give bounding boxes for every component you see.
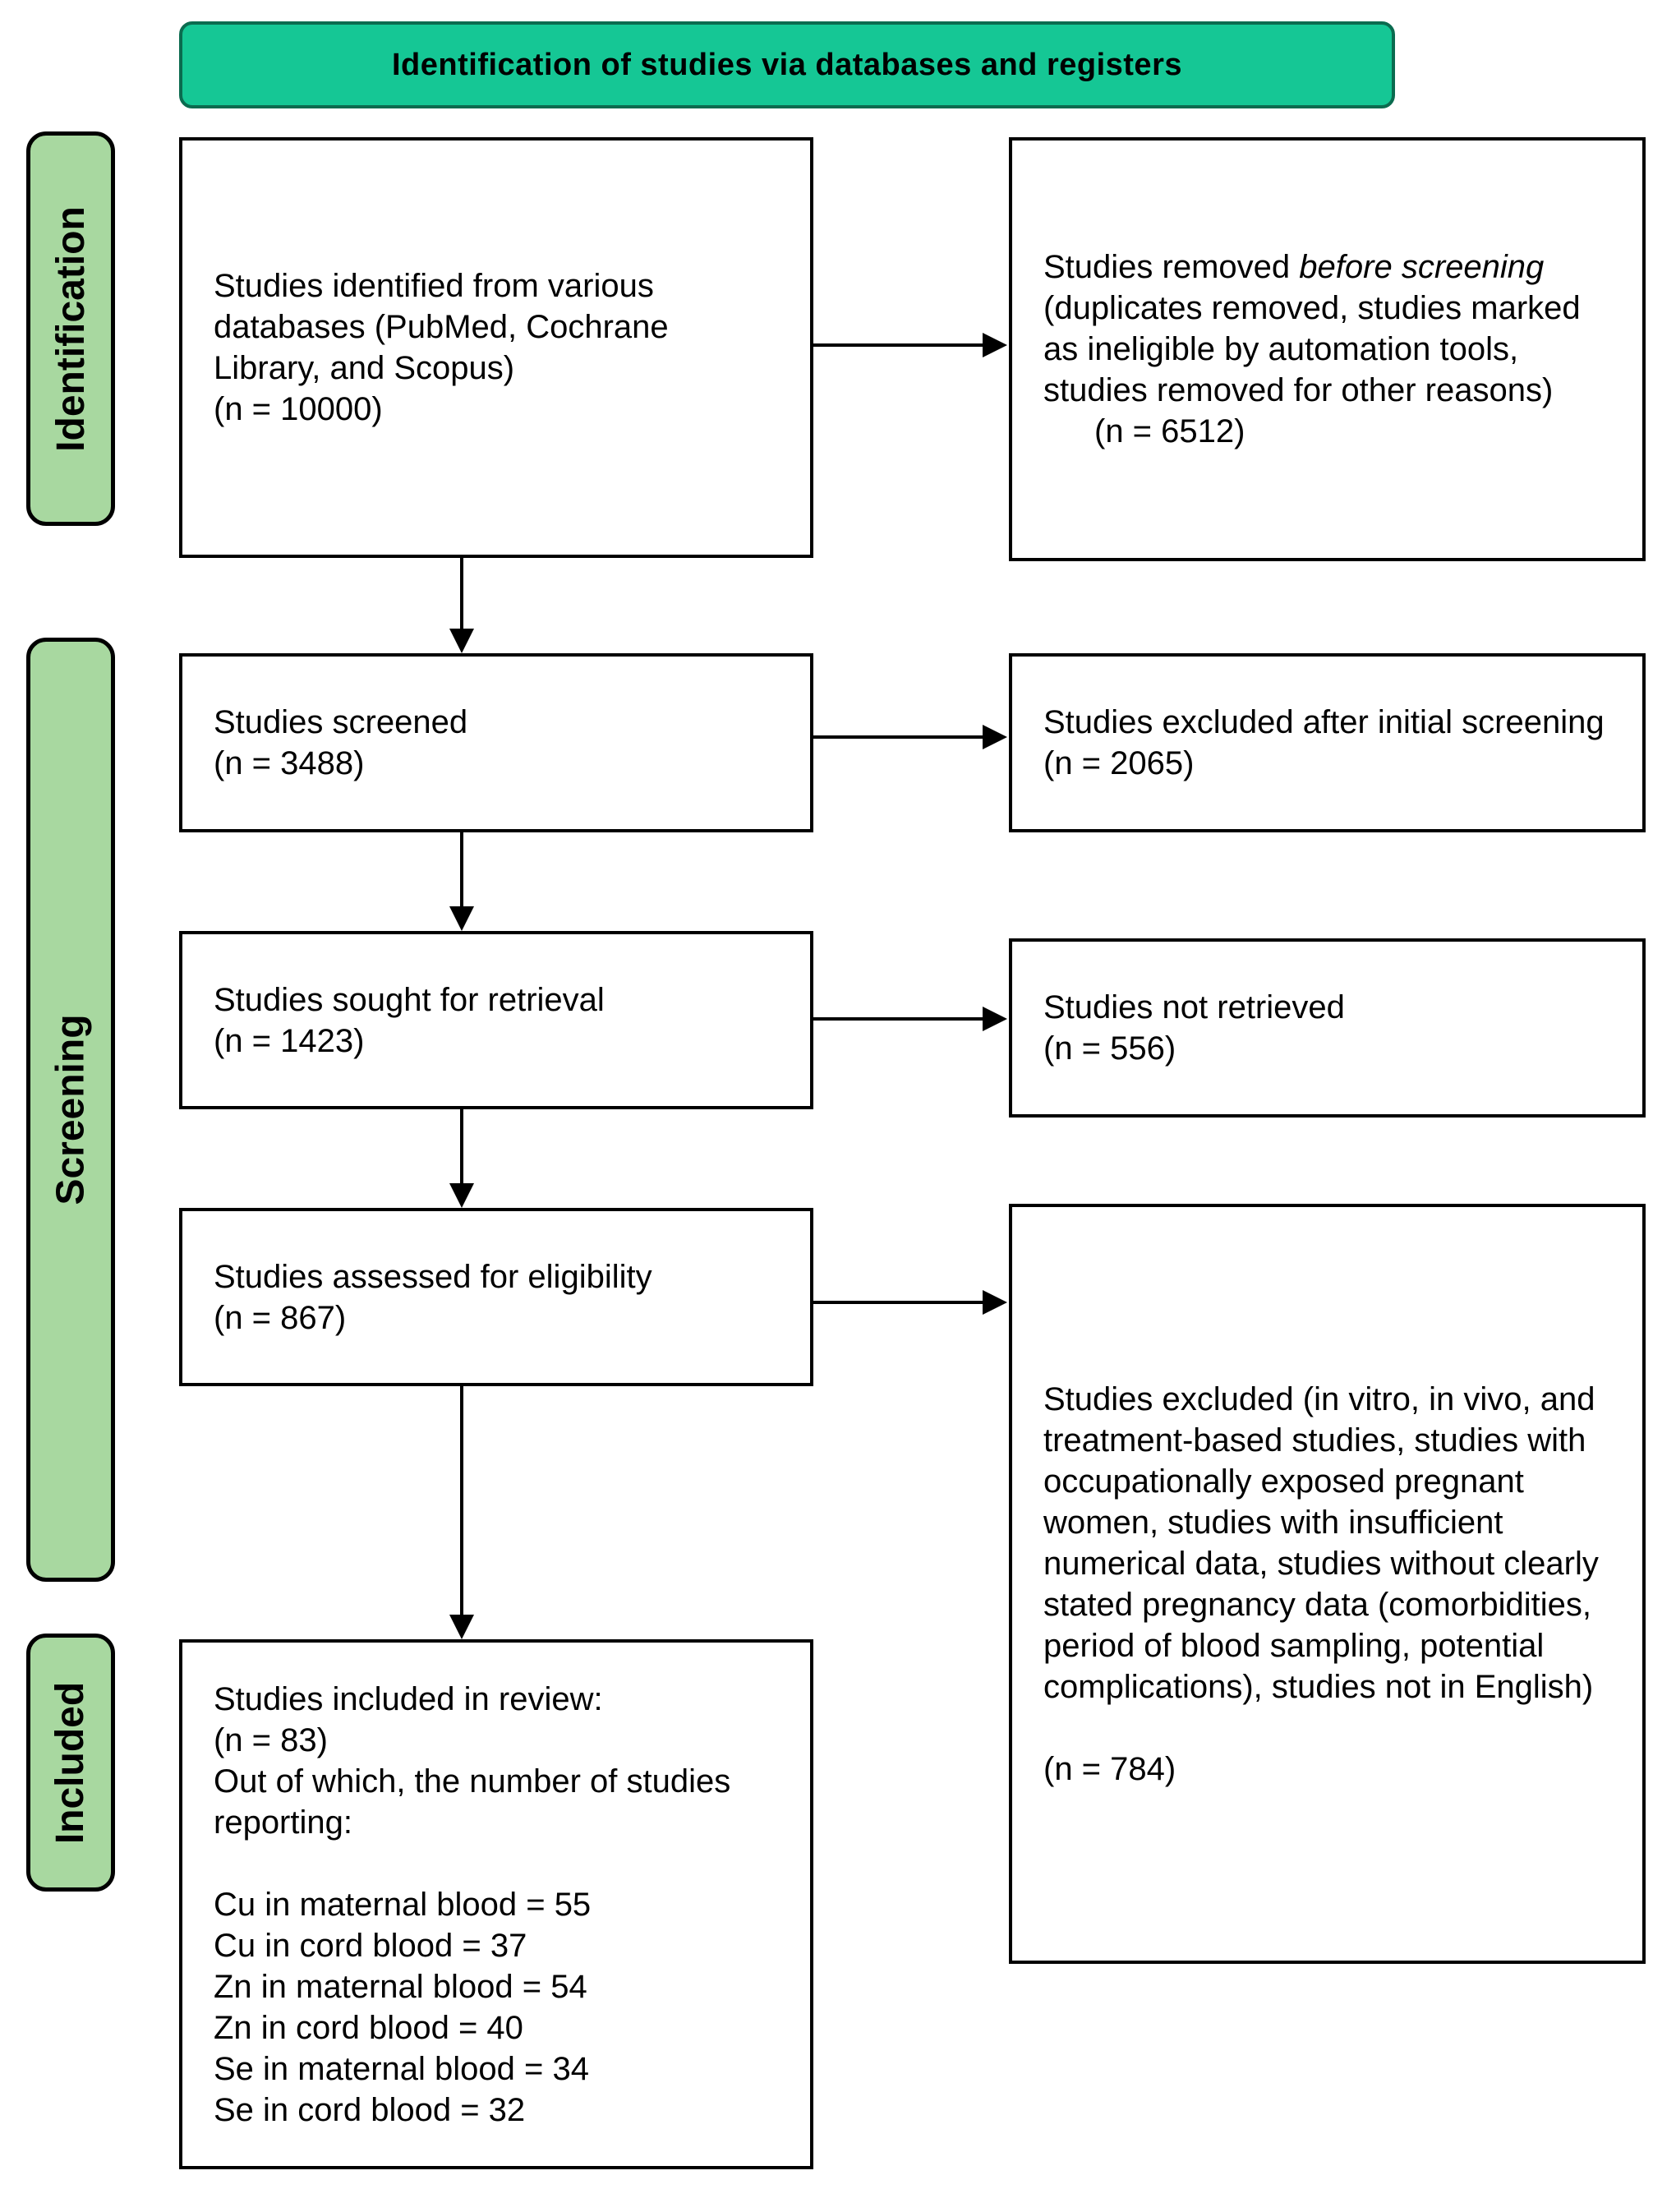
arrow-head-down-icon (449, 629, 474, 653)
arrow-head-right-icon (983, 1290, 1007, 1315)
header-banner: Identification of studies via databases … (179, 21, 1395, 108)
studies-removed-italic: before screening (1299, 249, 1545, 285)
arrow-line (813, 1017, 986, 1021)
studies-assessed-text: Studies assessed for eligibility (214, 1258, 652, 1295)
box-studies-identified: Studies identified from various database… (179, 137, 813, 558)
arrow-line (813, 1301, 986, 1304)
excluded-eligibility-n: (n = 784) (1043, 1750, 1176, 1787)
arrow-head-right-icon (983, 1007, 1007, 1031)
stage-identification-label: Identification (48, 205, 93, 452)
studies-removed-n: (n = 6512) (1094, 413, 1245, 449)
studies-removed-text: Studies removed before screening (duplic… (1043, 247, 1614, 411)
arrow-line (460, 558, 463, 630)
count-se-maternal: Se in maternal blood = 34 (214, 2050, 589, 2087)
studies-screened-text: Studies screened (214, 704, 468, 740)
arrow-head-right-icon (983, 333, 1007, 357)
studies-identified-n: (n = 10000) (214, 391, 383, 427)
stage-included-label: Included (48, 1681, 93, 1844)
studies-removed-part2: (duplicates removed, studies marked as i… (1043, 290, 1581, 408)
excluded-initial-n: (n = 2065) (1043, 745, 1195, 781)
box-studies-not-retrieved: Studies not retrieved (n = 556) (1009, 938, 1646, 1118)
box-studies-assessed: Studies assessed for eligibility (n = 86… (179, 1208, 813, 1386)
studies-screened-n: (n = 3488) (214, 745, 365, 781)
arrow-head-down-icon (449, 906, 474, 931)
spacer (214, 1843, 782, 1884)
excluded-eligibility-text: Studies excluded (in vitro, in vivo, and… (1043, 1380, 1599, 1705)
arrow-head-right-icon (983, 725, 1007, 749)
arrow-head-down-icon (449, 1183, 474, 1208)
box-studies-screened: Studies screened (n = 3488) (179, 653, 813, 832)
count-cu-maternal: Cu in maternal blood = 55 (214, 1886, 592, 1923)
count-zn-cord: Zn in cord blood = 40 (214, 2009, 523, 2046)
studies-included-line2: (n = 83) (214, 1721, 328, 1758)
arrow-line (460, 832, 463, 908)
stage-screening-label: Screening (48, 1014, 93, 1205)
not-retrieved-text: Studies not retrieved (1043, 989, 1345, 1025)
excluded-initial-text: Studies excluded after initial screening (1043, 704, 1605, 740)
stage-included: Included (26, 1634, 115, 1892)
header-title: Identification of studies via databases … (392, 47, 1182, 82)
count-cu-cord: Cu in cord blood = 37 (214, 1927, 527, 1964)
box-studies-removed: Studies removed before screening (duplic… (1009, 137, 1646, 561)
studies-removed-part1: Studies removed (1043, 249, 1300, 285)
box-studies-excluded-eligibility: Studies excluded (in vitro, in vivo, and… (1009, 1204, 1646, 1964)
studies-assessed-n: (n = 867) (214, 1299, 347, 1336)
box-studies-included: Studies included in review: (n = 83) Out… (179, 1639, 813, 2169)
count-se-cord: Se in cord blood = 32 (214, 2091, 526, 2128)
arrow-line (460, 1386, 463, 1616)
stage-screening: Screening (26, 638, 115, 1582)
studies-included-line1: Studies included in review: (214, 1680, 603, 1717)
arrow-line (813, 735, 986, 739)
stage-identification: Identification (26, 131, 115, 526)
arrow-head-down-icon (449, 1615, 474, 1639)
arrow-line (460, 1109, 463, 1185)
spacer (1043, 1707, 1614, 1749)
not-retrieved-n: (n = 556) (1043, 1030, 1176, 1067)
count-zn-maternal: Zn in maternal blood = 54 (214, 1968, 587, 2005)
arrow-line (813, 343, 986, 347)
box-studies-excluded-initial: Studies excluded after initial screening… (1009, 653, 1646, 832)
studies-included-line3: Out of which, the number of studies repo… (214, 1763, 731, 1841)
box-studies-sought: Studies sought for retrieval (n = 1423) (179, 931, 813, 1109)
studies-sought-text: Studies sought for retrieval (214, 981, 605, 1018)
studies-sought-n: (n = 1423) (214, 1022, 365, 1059)
studies-identified-text: Studies identified from various database… (214, 268, 669, 386)
